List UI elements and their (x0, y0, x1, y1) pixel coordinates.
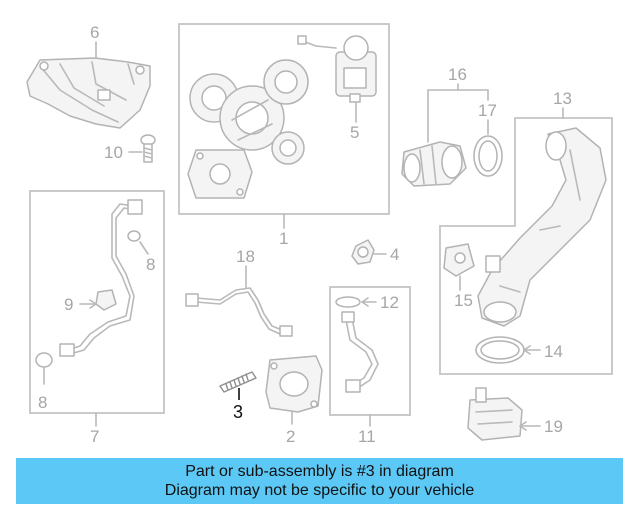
callout-9: 9 (64, 295, 73, 314)
callout-6: 6 (90, 23, 99, 42)
part-11-return-line[interactable] (341, 311, 379, 393)
part-12-gasket-ring[interactable] (335, 296, 361, 308)
part-1-turbocharger[interactable] (187, 59, 309, 199)
part-19-bracket[interactable] (467, 387, 523, 441)
part-3-stud[interactable] (219, 371, 257, 393)
part-14-o-ring[interactable] (475, 336, 525, 364)
callout-19: 19 (544, 417, 563, 436)
part-16-intake-pipe[interactable] (401, 141, 467, 187)
part-15-sensor[interactable] (443, 243, 501, 277)
callout-3: 3 (233, 402, 243, 422)
callout-1: 1 (279, 229, 288, 248)
callout-8-lower: 8 (38, 393, 47, 412)
callout-14: 14 (544, 342, 563, 361)
callout-17: 17 (478, 101, 497, 120)
group-box-7 (29, 190, 165, 414)
part-6-heat-shield[interactable] (26, 57, 151, 129)
part-8-washer-lower[interactable] (35, 352, 53, 368)
callout-15: 15 (454, 291, 473, 310)
callout-18: 18 (236, 247, 255, 266)
part-9-banjo-fitting[interactable] (95, 289, 117, 311)
callout-10: 10 (104, 143, 123, 162)
callout-11: 11 (358, 427, 376, 446)
banner-line-2: Diagram may not be specific to your vehi… (164, 482, 475, 499)
part-18-sensor-line[interactable] (185, 287, 293, 337)
callout-5: 5 (350, 123, 359, 142)
callout-13: 13 (553, 89, 572, 108)
banner-line-1: Part or sub-assembly is #3 in diagram (185, 463, 454, 480)
callout-4: 4 (390, 245, 399, 264)
part-2-gasket[interactable] (265, 355, 323, 413)
info-banner: Part or sub-assembly is #3 in diagram Di… (16, 458, 623, 504)
callout-12: 12 (380, 293, 399, 312)
part-5-actuator[interactable] (297, 35, 377, 103)
callout-16: 16 (448, 65, 467, 84)
part-10-bolt[interactable] (140, 134, 156, 163)
part-17-o-ring[interactable] (473, 135, 503, 177)
part-8-washer-upper[interactable] (127, 230, 141, 242)
callout-7: 7 (90, 427, 99, 446)
callout-8-upper: 8 (146, 255, 155, 274)
group-box-13 (439, 117, 613, 375)
callout-2: 2 (286, 427, 295, 446)
part-13-charge-pipe[interactable] (477, 127, 607, 327)
part-7-oil-feed-line[interactable] (59, 199, 143, 357)
part-4-plug[interactable] (351, 239, 375, 265)
